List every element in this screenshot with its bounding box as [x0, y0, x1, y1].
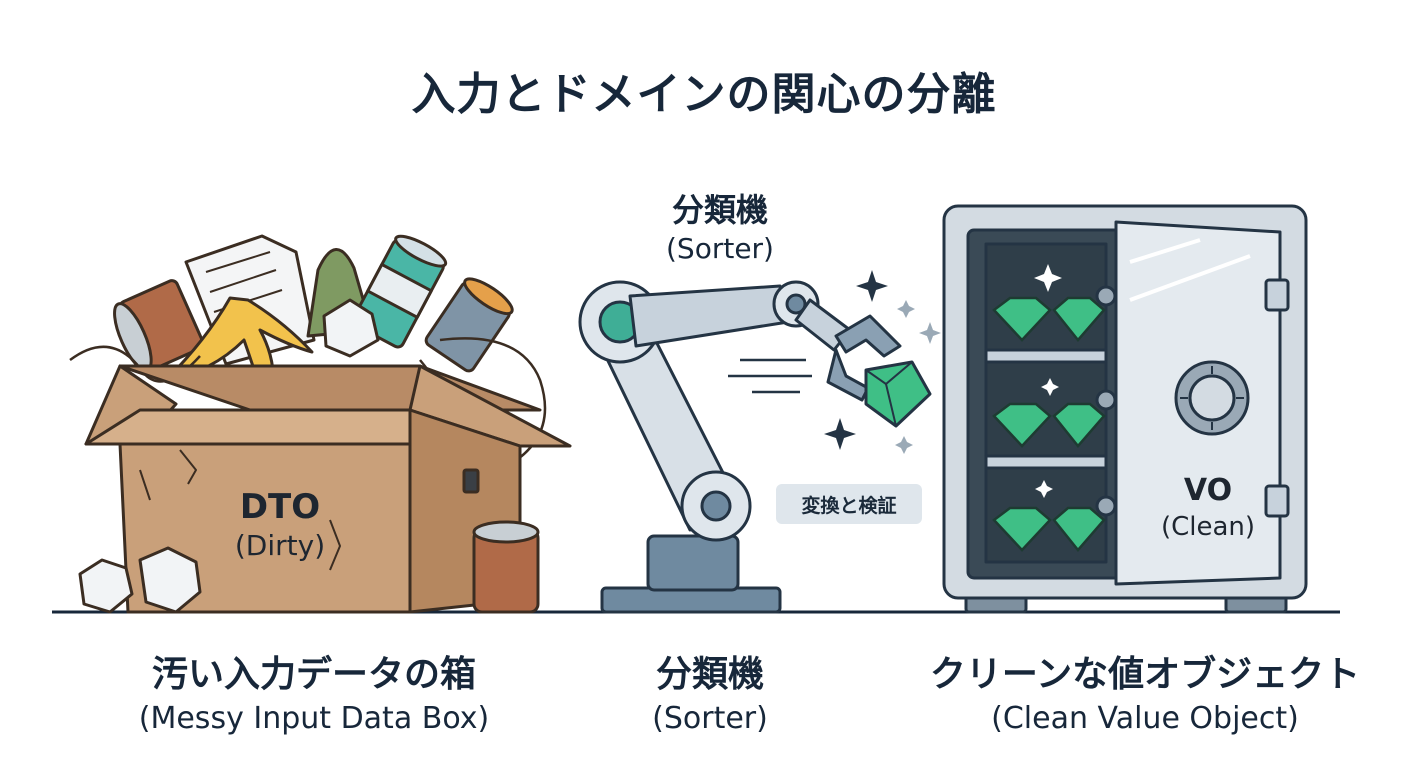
caption-right-jp: クリーンな値オブジェクト [929, 654, 1361, 695]
robot-arm-icon [578, 280, 932, 614]
sorter-label-sub: (Sorter) [666, 232, 774, 265]
vo-label-main: VO [1183, 473, 1233, 508]
vo-label-sub: (Clean) [1160, 512, 1256, 542]
gem-icons [992, 296, 1106, 552]
safe-sparkle-icons [1034, 264, 1062, 498]
sorter-label-main: 分類機 [671, 191, 768, 229]
sparkle-icons [824, 270, 941, 454]
dto-label-main: DTO [239, 487, 321, 527]
caption-mid-en: (Sorter) [652, 701, 768, 736]
dto-label: DTO (Dirty) [200, 486, 360, 564]
dirty-box-icon [69, 234, 572, 614]
sorter-label: 分類機 (Sorter) [600, 190, 840, 268]
page-title: 入力とドメインの関心の分離 [411, 69, 997, 120]
caption-right: クリーンな値オブジェクト (Clean Value Object) [910, 652, 1380, 740]
caption-left: 汚い入力データの箱 (Messy Input Data Box) [104, 652, 524, 740]
caption-mid-jp: 分類機 [655, 654, 764, 695]
vo-label: VO (Clean) [1138, 472, 1278, 544]
caption-mid: 分類機 (Sorter) [500, 652, 920, 740]
caption-left-jp: 汚い入力データの箱 [151, 654, 476, 695]
safe-icon [942, 204, 1308, 614]
dto-label-sub: (Dirty) [234, 529, 326, 562]
caption-right-en: (Clean Value Object) [991, 701, 1299, 736]
transform-badge: 変換と検証 [776, 484, 922, 524]
junk-items [69, 234, 547, 531]
caption-left-en: (Messy Input Data Box) [138, 701, 490, 736]
